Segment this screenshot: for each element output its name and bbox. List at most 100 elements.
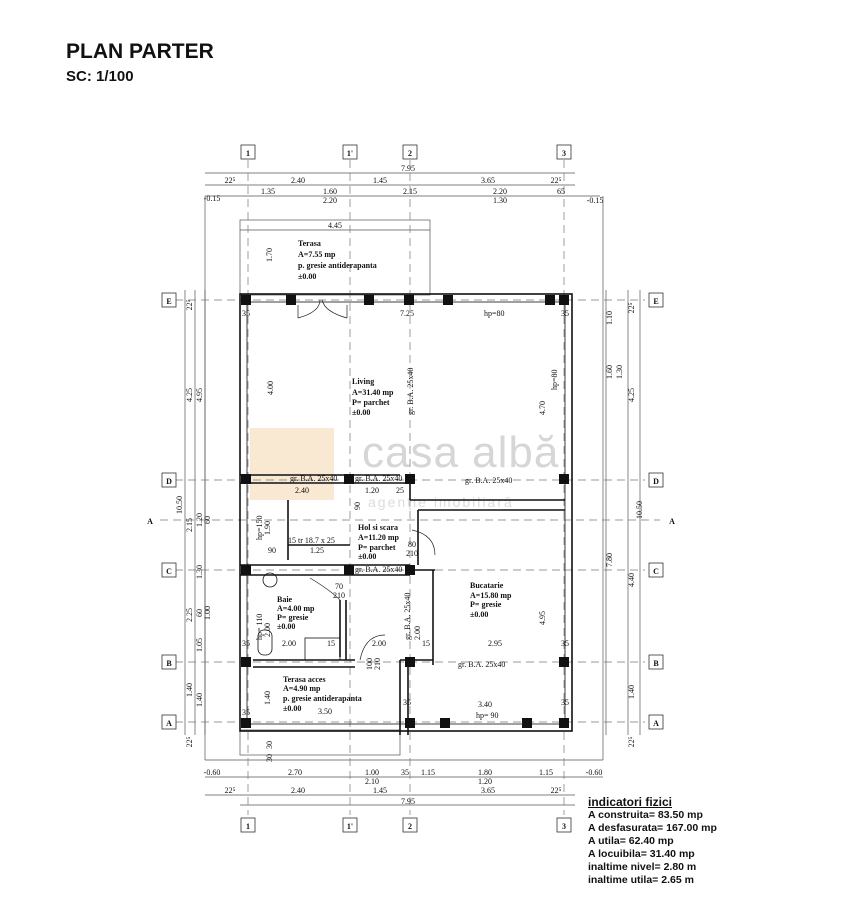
plan-scale: SC: 1/100	[66, 68, 134, 85]
dim-text: 3.50	[318, 707, 332, 716]
axis-D-left: D	[166, 477, 172, 486]
dim-text: 2.20	[493, 187, 507, 196]
dim-text: 35	[561, 639, 569, 648]
dim-text: 1.80	[478, 768, 492, 777]
watermark-tagline: agenţie imobiliară	[368, 494, 514, 510]
dim-text: 1.30	[493, 196, 507, 205]
beam-label: gr. B.A. 25x40	[403, 593, 412, 640]
dim-text: 1.25	[310, 546, 324, 555]
dim-text: 2.00	[413, 626, 422, 640]
dim-text: 90	[353, 502, 362, 510]
dim-text: 22⁵	[551, 176, 562, 185]
right-dimensions: 22⁵ 1.10 1.60 1.30 4.25 10.50 7.80 4.40 …	[605, 302, 644, 747]
axis-1p-bottom: 1'	[347, 822, 353, 831]
columns	[241, 295, 569, 728]
dim-text: 10.50	[175, 496, 184, 514]
axis-C-left: C	[166, 567, 172, 576]
dimension-lines	[184, 172, 641, 806]
indicator-item: inaltime nivel= 2.80 m	[588, 861, 697, 873]
axis-1-top: 1	[246, 149, 250, 158]
dim-text: 210	[406, 549, 418, 558]
indicator-item: A construita= 83.50 mp	[588, 809, 703, 821]
dim-text: 1.20	[195, 513, 204, 527]
dim-text: 22⁵	[627, 302, 636, 313]
dim-text: 80	[408, 540, 416, 549]
dim-text: 1.45	[373, 176, 387, 185]
svg-text:A=4.90 mp: A=4.90 mp	[283, 684, 321, 693]
dim-text: 30	[265, 741, 274, 749]
dim-text: 35	[561, 309, 569, 318]
dim-text: 35	[401, 768, 409, 777]
dim-text: 4.25	[185, 388, 194, 402]
dim-text: 70	[335, 582, 343, 591]
axis-A-left: A	[166, 719, 172, 728]
dim-text: 2.15	[185, 518, 194, 532]
dim-text: 22⁵	[225, 176, 236, 185]
axis-2-bottom: 2	[408, 822, 412, 831]
indicators-panel: indicatori fizici A construita= 83.50 mp…	[588, 796, 717, 887]
indicators-title: indicatori fizici	[588, 795, 673, 809]
svg-text:Terasa: Terasa	[298, 239, 321, 248]
dim-text: 25	[396, 486, 404, 495]
dim-text: 7.95	[401, 797, 415, 806]
dim-text: 35	[242, 309, 250, 318]
dim-text: 2.00	[372, 639, 386, 648]
svg-text:A=7.55 mp: A=7.55 mp	[298, 250, 336, 259]
dim-text: 4.45	[328, 221, 342, 230]
dim-text: 4.70	[538, 401, 547, 415]
dim-text: 2.20	[323, 196, 337, 205]
top-dimensions: 7.95 22⁵ 2.40 1.45 3.65 22⁵ -0.15 1.35 1…	[204, 164, 604, 262]
stairs-label: 15 tr 18.7 x 25	[288, 536, 335, 545]
dim-text: 65	[557, 187, 565, 196]
dim-text: 4.95	[195, 388, 204, 402]
doors	[297, 299, 436, 661]
beam-label: gr. B.A. 25x40	[465, 476, 512, 485]
bottom-dimensions: -0.60 2.70 1.00 2.10 35 1.15 1.80 1.20 1…	[204, 741, 603, 806]
dim-text: 2.00	[282, 639, 296, 648]
dim-text: 1.00	[365, 768, 379, 777]
dim-text: 15	[422, 639, 430, 648]
dim-text: 7.95	[401, 164, 415, 173]
dim-text: 1.70	[265, 248, 274, 262]
svg-text:p. gresie antiderapanta: p. gresie antiderapanta	[283, 694, 362, 703]
svg-text:±0.00: ±0.00	[352, 408, 370, 417]
dim-text: 10.50	[635, 501, 644, 519]
axis-B-left: B	[166, 659, 172, 668]
dim-text: 210	[333, 591, 345, 600]
dim-text: 1.35	[261, 187, 275, 196]
dim-text: 2.15	[403, 187, 417, 196]
dim-text: 22⁵	[185, 736, 194, 747]
svg-text:±0.00: ±0.00	[358, 552, 376, 561]
beam-label: gr. B.A. 25x40	[355, 565, 402, 574]
svg-text:Terasa acces: Terasa acces	[283, 675, 326, 684]
indicator-item: A desfasurata= 167.00 mp	[588, 822, 717, 834]
dim-text: 22⁵	[627, 736, 636, 747]
axis-E-left: E	[166, 297, 171, 306]
dim-text: 2.95	[488, 639, 502, 648]
svg-text:A=11.20 mp: A=11.20 mp	[358, 533, 400, 542]
dim-text: 90	[268, 546, 276, 555]
dim-text: 1.20	[365, 486, 379, 495]
dim-text: hp=150	[255, 515, 264, 540]
dim-text: 4.00	[266, 381, 275, 395]
dim-text: 1.15	[421, 768, 435, 777]
dim-text: 2.00	[263, 623, 272, 637]
dim-text: hp=80	[484, 309, 505, 318]
svg-text:A=4.00 mp: A=4.00 mp	[277, 604, 315, 613]
dim-text: 1.15	[539, 768, 553, 777]
svg-text:±0.00: ±0.00	[470, 610, 488, 619]
left-dimensions: 22⁵ 4.25 4.95 10.50 2.15 1.20 60 1.30 2.…	[175, 299, 212, 747]
beam-label: gr. B.A. 25x40	[290, 474, 337, 483]
dim-text: 1.40	[627, 685, 636, 699]
dim-text: 1.05	[195, 638, 204, 652]
beam-label: gr. B.A. 25x40	[406, 368, 415, 415]
dim-text: 7.25	[400, 309, 414, 318]
dim-text: -0.60	[204, 768, 221, 777]
dim-text: 60	[195, 609, 204, 617]
dim-text: 3.40	[478, 700, 492, 709]
